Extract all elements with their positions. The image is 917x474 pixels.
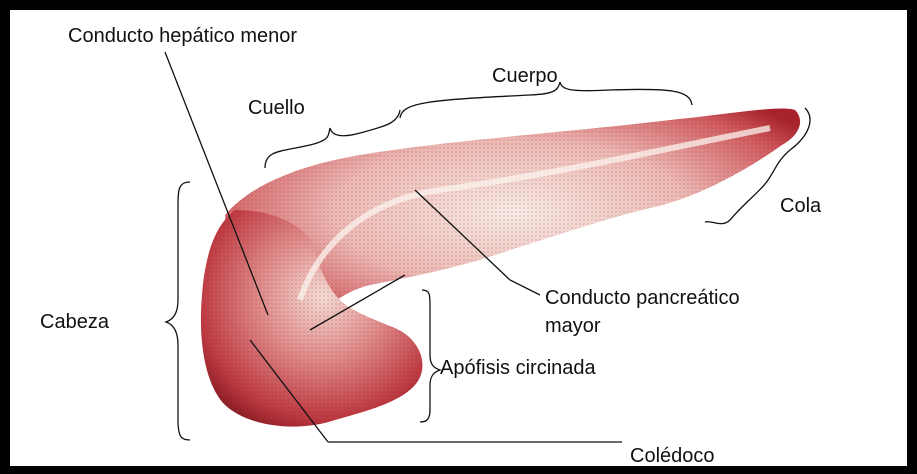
bracket-apofisis bbox=[420, 290, 440, 422]
label-cuerpo: Cuerpo bbox=[492, 66, 558, 86]
label-conducto-hepatico-menor: Conducto hepático menor bbox=[68, 26, 297, 46]
label-coledoco: Colédoco bbox=[630, 446, 715, 466]
label-conducto-pancreatico: Conducto pancreático bbox=[545, 288, 740, 308]
label-cabeza: Cabeza bbox=[40, 312, 109, 332]
label-cola: Cola bbox=[780, 196, 821, 216]
bracket-cabeza bbox=[166, 182, 190, 440]
bracket-cuerpo bbox=[400, 82, 692, 118]
pancreas-diagram bbox=[10, 10, 907, 466]
diagram-frame: Conducto hepático menor Cuerpo Cuello Co… bbox=[10, 10, 907, 466]
label-cuello: Cuello bbox=[248, 98, 305, 118]
label-apofisis-circinada: Apófisis circinada bbox=[440, 358, 596, 378]
label-conducto-pancreatico-mayor: mayor bbox=[545, 316, 601, 336]
